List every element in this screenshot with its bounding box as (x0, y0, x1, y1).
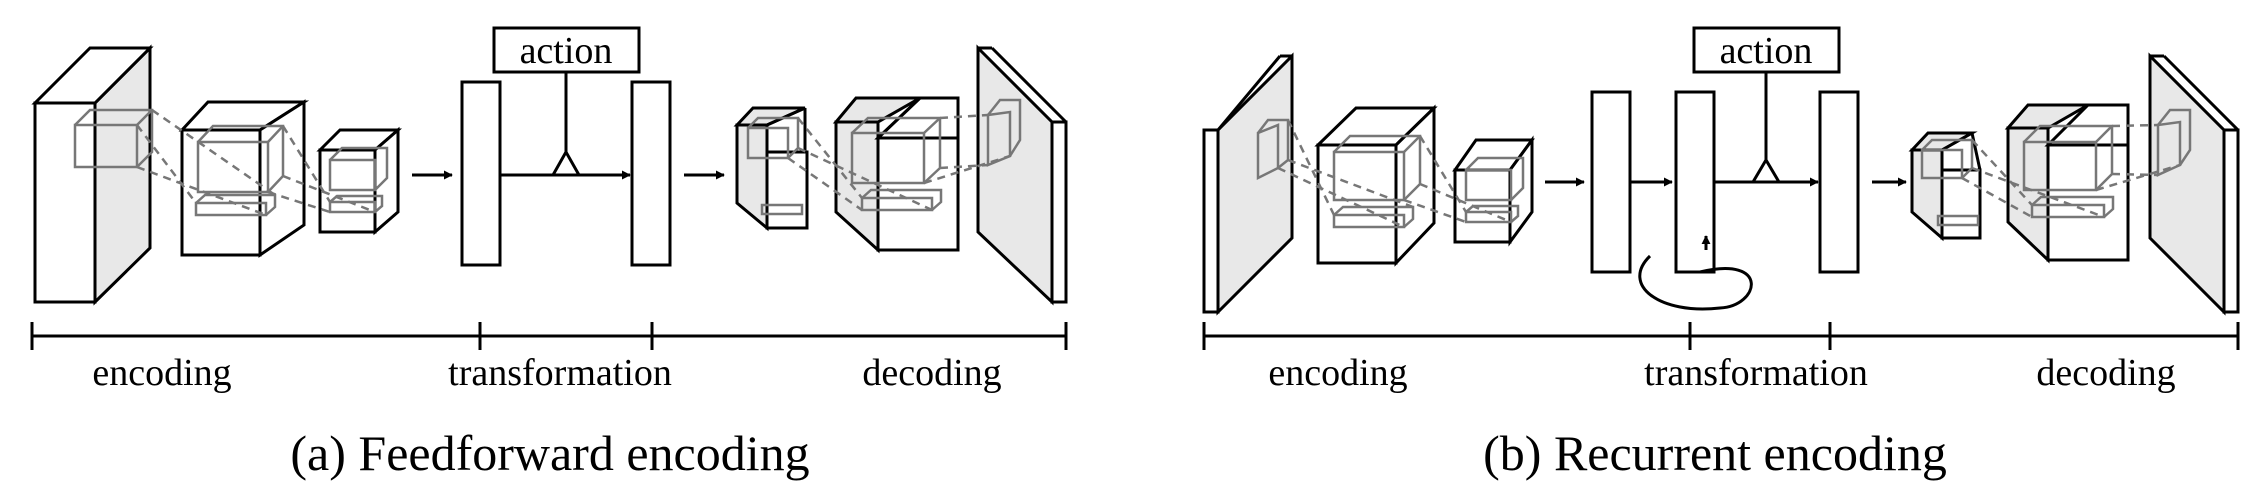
receptive-field-lines-b1 (1277, 119, 1414, 229)
stage-axis-b (1202, 322, 2240, 350)
action-label-b: action (1720, 30, 1813, 72)
axis-label-decoding-b: decoding (2036, 352, 2175, 394)
receptive-field-lines-b2 (1403, 135, 1512, 224)
axis-label-encoding-b: encoding (1268, 352, 1407, 394)
caption-feedforward: (a) Feedforward encoding (290, 425, 809, 481)
receptive-field-lines-a1 (136, 108, 276, 217)
encoded-vector-b (1590, 90, 1632, 274)
deconv-lines-b1 (1961, 139, 2105, 219)
recurrence-loop (1638, 254, 1753, 311)
decoder-volume-2 (832, 96, 960, 254)
deconv-lines-a1 (787, 117, 933, 212)
diagram-recurrent: action (1202, 26, 2240, 481)
receptive-field-lines-a2 (267, 125, 376, 214)
deconv-lines-a2 (923, 113, 1011, 185)
output-frame (976, 44, 1068, 306)
caption-recurrent: (b) Recurrent encoding (1483, 425, 1947, 481)
transformed-vector (630, 80, 672, 267)
encoder-volume-2 (316, 126, 403, 236)
axis-label-decoding: decoding (862, 352, 1001, 394)
diagram-feedforward: action (30, 26, 1068, 481)
axis-label-transformation-b: transformation (1644, 352, 1868, 394)
encoder-volume-b1 (1314, 104, 1438, 267)
deconv-lines-b2 (2095, 123, 2181, 192)
recurrent-vector (1674, 90, 1716, 274)
decoder-volume-1 (733, 106, 809, 232)
input-volume (31, 44, 154, 306)
transformed-vector-b (1818, 90, 1860, 274)
axis-label-encoding: encoding (92, 352, 231, 394)
output-frame-b (2148, 52, 2240, 316)
encoded-vector (460, 80, 502, 267)
input-frame (1202, 52, 1294, 316)
decoder-volume-b1 (1908, 131, 1982, 242)
multiplicative-gate-b (1750, 157, 1782, 184)
encoder-volume-b2 (1452, 135, 1535, 247)
multiplicative-gate (550, 148, 582, 177)
axis-label-transformation: transformation (448, 352, 672, 394)
action-label: action (520, 30, 613, 72)
encoder-volume-1 (178, 99, 310, 258)
stage-axis-a (30, 322, 1068, 350)
decoder-volume-b2 (2004, 103, 2130, 264)
action-box (492, 26, 641, 74)
